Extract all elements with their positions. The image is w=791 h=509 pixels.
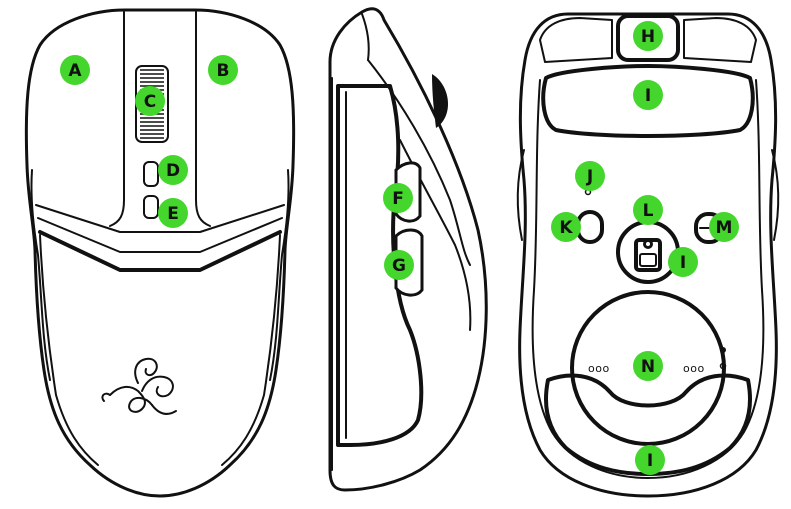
badge-i-bottom-circle	[635, 445, 665, 475]
top-view-right-button-edge	[195, 11, 211, 227]
top-view-chevron-inner	[38, 230, 282, 272]
badge-a: A	[60, 55, 90, 85]
badge-m-circle	[709, 212, 739, 242]
badge-m: M	[709, 212, 739, 242]
battery-door-indicator-dot	[720, 347, 726, 353]
skate-front-small	[616, 14, 680, 62]
badge-d-circle	[158, 155, 188, 185]
skate-rear	[544, 373, 752, 476]
top-view-right-grip-line	[269, 169, 290, 381]
badge-i-sensor-label: I	[680, 253, 686, 273]
top-view-chevron-outer	[35, 204, 285, 233]
badge-b: B	[208, 55, 238, 85]
battery-door-indicator-ring	[719, 362, 727, 370]
badge-i-bottom: I	[635, 445, 665, 475]
badge-j-circle	[575, 161, 605, 191]
badge-e-label: E	[167, 204, 179, 224]
top-view-dpi-button-down	[143, 195, 159, 219]
badge-a-circle	[60, 55, 90, 85]
badge-d-label: D	[166, 161, 180, 181]
badge-a-label: A	[68, 61, 82, 81]
skate-front-large	[541, 64, 755, 138]
badge-g: G	[384, 250, 414, 280]
badge-l-circle	[633, 195, 663, 225]
badge-b-circle	[208, 55, 238, 85]
battery-door-dots-left: ooo	[588, 362, 610, 375]
top-view	[24, 8, 296, 498]
sensor-pad	[639, 253, 657, 267]
bottom-view-front-left	[539, 17, 613, 63]
bottom-view-front-right	[683, 17, 757, 63]
badges: A B C D E F G H	[60, 21, 739, 475]
badge-f-circle	[383, 183, 413, 213]
badge-e: E	[158, 198, 188, 228]
bottom-view-inner-contour	[531, 79, 765, 479]
badge-m-label: M	[716, 218, 733, 238]
top-view-left-button-edge	[109, 11, 125, 227]
badge-j: J	[575, 161, 605, 191]
top-view-dpi-button-up	[143, 161, 159, 187]
badge-g-circle	[384, 250, 414, 280]
top-view-chevron-mid	[37, 217, 283, 253]
bottom-view: ooo ooo	[516, 12, 780, 498]
badge-h: H	[633, 21, 663, 51]
side-view	[328, 7, 488, 492]
top-view-left-grip-line	[30, 169, 51, 381]
badge-l-label: L	[643, 201, 654, 221]
sensor-lens-center	[646, 242, 650, 246]
badge-k-label: K	[559, 218, 573, 238]
badge-n-circle	[633, 351, 663, 381]
badge-b-label: B	[217, 61, 230, 81]
badge-j-label: J	[586, 167, 593, 187]
side-view-top-ridge	[361, 13, 370, 61]
badge-i-bottom-label: I	[647, 451, 653, 471]
razer-logo	[101, 357, 177, 415]
badge-c: C	[135, 86, 165, 116]
badge-h-circle	[633, 21, 663, 51]
badge-l: L	[633, 195, 663, 225]
badge-i-top: I	[633, 80, 663, 110]
badge-n: N	[633, 351, 663, 381]
badge-f-label: F	[392, 189, 404, 209]
badge-i-sensor: I	[668, 247, 698, 277]
badge-f: F	[383, 183, 413, 213]
side-view-scroll-wheel	[432, 74, 448, 128]
badge-c-label: C	[144, 92, 156, 112]
badge-g-label: G	[392, 256, 406, 276]
badge-h-label: H	[641, 27, 655, 47]
badge-i-sensor-circle	[668, 247, 698, 277]
badge-d: D	[158, 155, 188, 185]
badge-i-top-label: I	[645, 86, 651, 106]
battery-door-dots-right: ooo	[683, 362, 705, 375]
side-view-inner-panel	[336, 84, 424, 447]
badge-n-label: N	[641, 357, 655, 377]
badge-c-circle	[135, 86, 165, 116]
badge-e-circle	[158, 198, 188, 228]
bottom-view-right-grip	[771, 149, 780, 241]
badge-i-top-circle	[633, 80, 663, 110]
badge-k: K	[551, 212, 581, 242]
badge-k-circle	[551, 212, 581, 242]
top-view-right-grip-inner	[221, 234, 281, 466]
top-view-left-grip-inner	[39, 234, 99, 466]
bottom-view-left-grip	[516, 149, 525, 241]
